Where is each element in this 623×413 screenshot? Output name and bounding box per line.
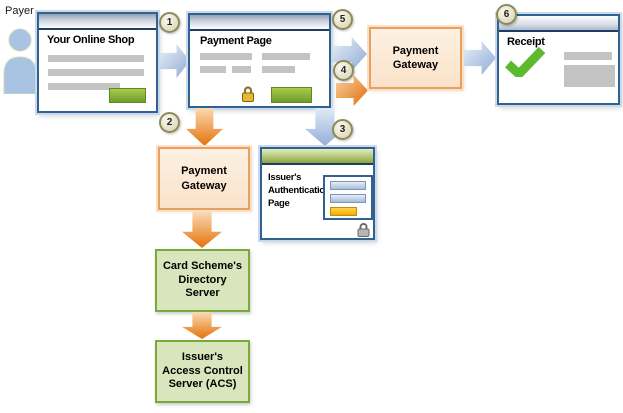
- arrow-directory-to-acs: [182, 312, 222, 339]
- placeholder-line: [200, 66, 226, 73]
- box-label: Issuer's Access Control Server (ACS): [162, 350, 243, 391]
- window-titlebar: [499, 16, 618, 32]
- auth-form: [323, 175, 373, 220]
- box-payment-gateway-mid: Payment Gateway: [158, 147, 250, 210]
- placeholder-line: [232, 66, 251, 73]
- gray-padlock-icon: [357, 223, 370, 237]
- pay-button: [271, 87, 312, 103]
- step-badge-6: 6: [496, 4, 517, 25]
- step-badge-1: 1: [159, 12, 180, 33]
- shop-button: [109, 88, 146, 103]
- window-receipt: Receipt: [497, 14, 620, 105]
- placeholder-line: [262, 53, 310, 60]
- window-title: Receipt: [507, 36, 545, 48]
- auth-input-field: [330, 181, 366, 190]
- placeholder-line: [48, 55, 144, 62]
- arrow-gateway-to-receipt: [464, 41, 496, 75]
- placeholder-line: [48, 69, 144, 76]
- step-badge-5: 5: [332, 9, 353, 30]
- window-title: Your Online Shop: [47, 34, 135, 46]
- step-badge-2: 2: [159, 112, 180, 133]
- person-icon: [3, 28, 37, 94]
- auth-submit-button: [330, 207, 357, 216]
- placeholder-block: [564, 65, 615, 87]
- box-access-control-server: Issuer's Access Control Server (ACS): [155, 340, 250, 403]
- window-titlebar: [39, 14, 156, 30]
- box-label: Payment Gateway: [181, 165, 227, 192]
- placeholder-line: [262, 66, 295, 73]
- auth-input-field: [330, 194, 366, 203]
- box-label: Card Scheme's Directory Server: [162, 259, 243, 300]
- step-badge-4: 4: [333, 60, 354, 81]
- window-title: Payment Page: [200, 35, 272, 47]
- box-label: Payment Gateway: [392, 44, 439, 71]
- placeholder-line: [48, 83, 120, 90]
- arrow-gateway-to-directory: [182, 212, 222, 248]
- placeholder-line: [200, 53, 252, 60]
- window-titlebar: [262, 149, 373, 165]
- placeholder-line: [564, 52, 612, 60]
- window-issuer-auth-page: Issuer's Authentication Page: [260, 147, 375, 240]
- window-title: Issuer's Authentication Page: [268, 172, 331, 209]
- step-badge-3: 3: [332, 119, 353, 140]
- payer-label: Payer: [5, 5, 34, 17]
- box-payment-gateway-top: Payment Gateway: [369, 27, 462, 89]
- arrow-step-1: [160, 44, 190, 78]
- arrow-step-2: [186, 108, 223, 146]
- green-checkmark-icon: [504, 47, 546, 77]
- window-titlebar: [190, 15, 329, 31]
- gold-padlock-icon: [242, 86, 254, 102]
- window-payment-page: Payment Page: [188, 13, 331, 108]
- box-directory-server: Card Scheme's Directory Server: [155, 249, 250, 312]
- window-online-shop: Your Online Shop: [37, 12, 158, 113]
